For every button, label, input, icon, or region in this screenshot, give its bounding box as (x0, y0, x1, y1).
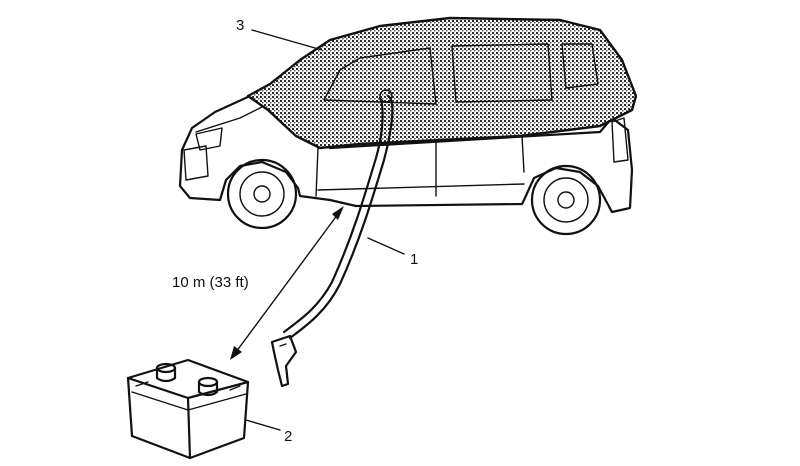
cover-window-middle (451, 43, 553, 103)
vehicle-rear-light (611, 117, 629, 163)
vehicle-rear-door-line (521, 135, 525, 173)
callout-leader-3 (251, 29, 323, 51)
front-wheel (226, 158, 298, 230)
battery (126, 358, 250, 460)
cover-window-rear (561, 43, 599, 89)
battery-terminal-right (197, 376, 219, 397)
vehicle-front-door-line (315, 147, 319, 197)
callout-number-2: 2 (284, 428, 292, 445)
callout-leader-2 (245, 419, 281, 431)
vehicle-hood-line (195, 103, 269, 133)
callout-number-3: 3 (236, 17, 244, 34)
battery-terminal-left (155, 362, 177, 383)
vehicle-grille (183, 145, 209, 181)
vehicle-sill-line (317, 183, 525, 191)
cover-window-front (323, 47, 437, 105)
grounding-cable (270, 89, 394, 388)
distance-label: 10 m (33 ft) (172, 274, 249, 291)
car-cover (246, 16, 638, 150)
cable-clip (270, 334, 298, 388)
callout-number-1: 1 (410, 251, 418, 268)
distance-arrow (230, 206, 344, 360)
vehicle-headlight (195, 127, 223, 151)
rear-wheel (530, 164, 602, 236)
callout-leader-1 (367, 237, 405, 255)
